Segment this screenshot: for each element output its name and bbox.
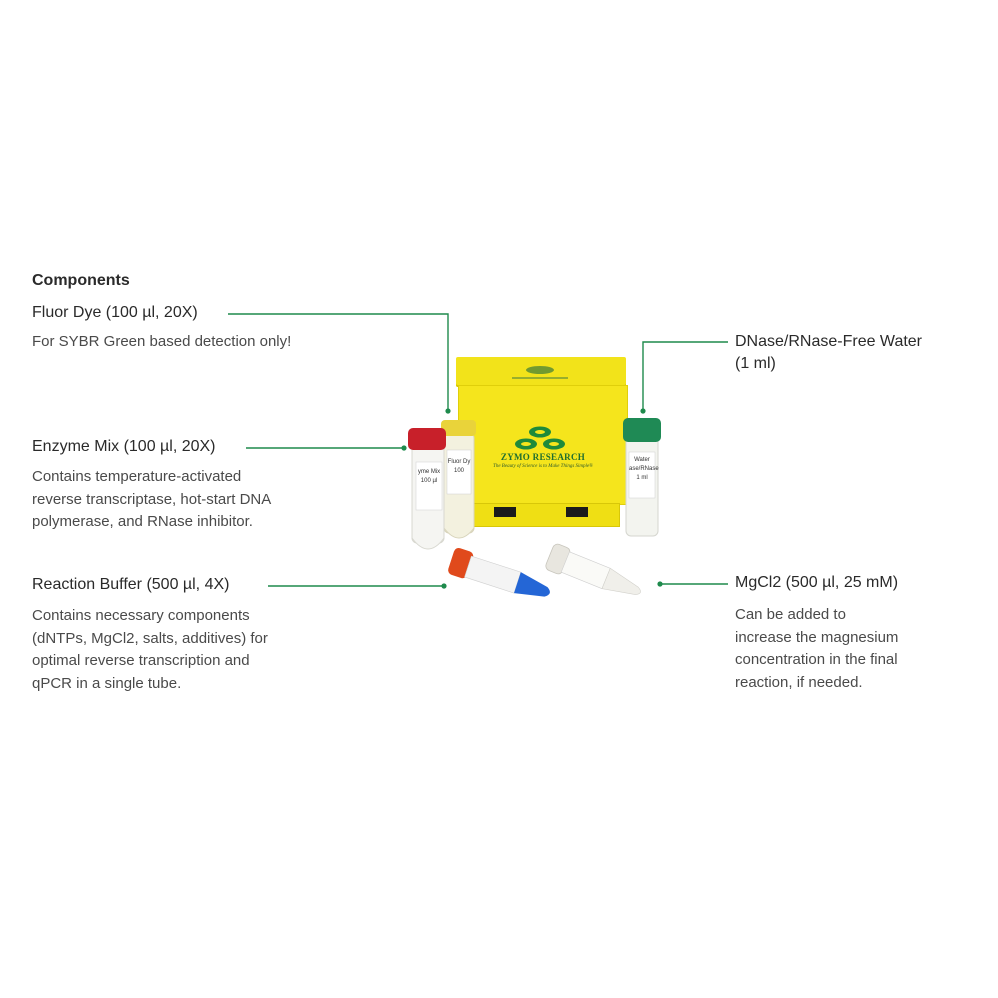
- callout-dot-water: [640, 408, 646, 414]
- enzyme-mix-label: Enzyme Mix (100 µl, 20X): [32, 438, 216, 455]
- fluor-dye-description: For SYBR Green based detection only!: [32, 333, 292, 350]
- mgcl2-description: Can be added to increase the magnesium c…: [735, 606, 899, 691]
- water-label: DNase/RNase-Free Water (1 ml): [735, 333, 923, 372]
- reaction-buffer-tube: [448, 548, 550, 597]
- zymo-logo-icon: [515, 426, 565, 450]
- fluor-dye-label: Fluor Dye (100 µl, 20X): [32, 304, 198, 321]
- enzyme-tube-label: yme Mix 100 µl: [417, 469, 441, 484]
- reaction-buffer-label: Reaction Buffer (500 µl, 4X): [32, 576, 230, 593]
- brand-name: ZYMO RESEARCH: [500, 452, 586, 462]
- callout-dot-fluor-dye: [445, 408, 451, 414]
- enzyme-mix-description: Contains temperature-activated reverse t…: [32, 468, 272, 530]
- water-tube-label: Water ase/RNase 1 ml: [629, 457, 659, 481]
- fluor-tube-label: Fluor Dy 100: [447, 459, 471, 474]
- mgcl2-tube: [545, 543, 641, 595]
- kit-box-slot-right: [566, 507, 588, 517]
- fluor-dye-tube: [441, 420, 476, 539]
- reaction-buffer-description: Contains necessary components (dNTPs, Mg…: [32, 607, 268, 692]
- callout-line-water: [642, 341, 728, 410]
- mgcl2-label: MgCl2 (500 µl, 25 mM): [735, 574, 899, 591]
- components-heading: Components: [32, 272, 130, 289]
- callout-dot-enzyme-mix: [401, 445, 407, 451]
- callout-line-fluor-dye: [228, 313, 449, 410]
- kit-box-slot-left: [494, 507, 516, 517]
- callout-dot-mgcl2: [657, 581, 663, 587]
- callout-dot-reaction-buffer: [441, 583, 447, 589]
- lid-logo-icon: [512, 366, 568, 379]
- kit-box-front: [458, 385, 628, 505]
- water-tube: [623, 418, 661, 537]
- enzyme-mix-tube: [408, 428, 446, 550]
- brand-tagline: The Beauty of Science is to Make Things …: [493, 464, 593, 469]
